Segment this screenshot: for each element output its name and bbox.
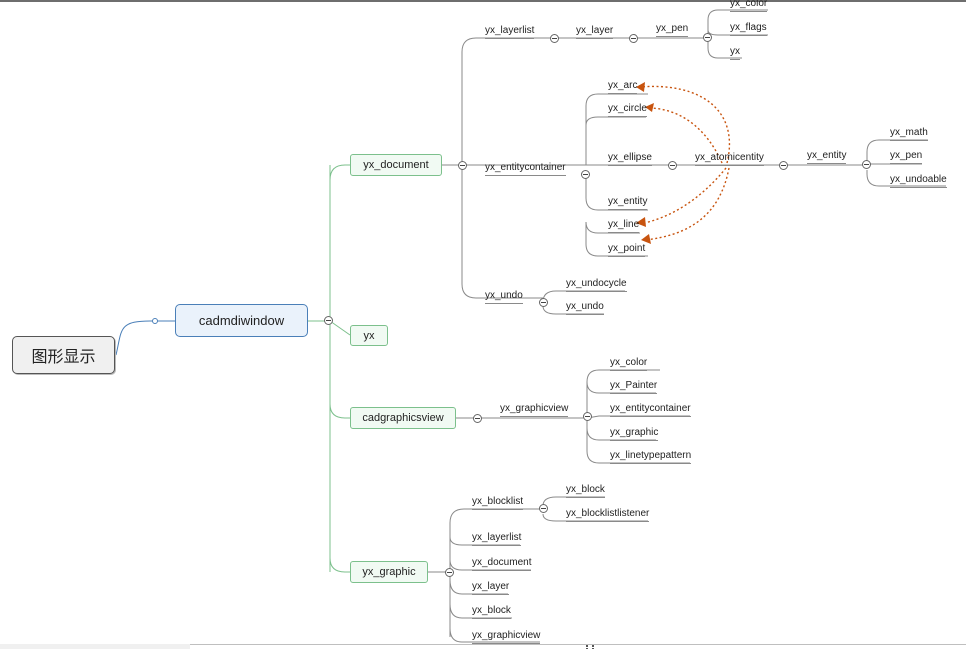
node-undo-child-1[interactable]: yx_undo — [566, 301, 604, 315]
node-yx_atomicentity[interactable]: yx_atomicentity — [695, 152, 764, 166]
branch-yx-connector — [329, 320, 351, 336]
arrowhead-arc — [636, 82, 645, 92]
node-cadgraphicsview-label: cadgraphicsview — [362, 412, 444, 424]
relation-arrow-to-point — [644, 167, 730, 241]
arrowhead-point — [641, 234, 651, 244]
node-pen-child-2[interactable]: yx — [730, 46, 740, 60]
node-blocklist-child-1[interactable]: yx_blocklistlistener — [566, 508, 650, 522]
collapse-toggle-yx_pen[interactable] — [703, 33, 712, 42]
collapse-toggle-cadgraphicsview[interactable] — [473, 414, 482, 423]
node-gv-child-2[interactable]: yx_entitycontainer — [610, 403, 691, 417]
node-pen-child-1[interactable]: yx_flags — [730, 22, 767, 36]
doc-trunk-connector — [442, 37, 586, 299]
collapse-toggle-yx_entity[interactable] — [862, 160, 871, 169]
collapse-toggle-yx_atomicentity[interactable] — [779, 161, 788, 170]
arrowhead-circle — [645, 103, 654, 112]
collapse-toggle-yx_layerlist[interactable] — [550, 34, 559, 43]
scrollbar-grip-icon[interactable] — [586, 645, 594, 648]
collapse-toggle-yx_blocklist[interactable] — [539, 504, 548, 513]
node-yx_pen[interactable]: yx_pen — [656, 23, 689, 37]
root-connector-dot — [152, 318, 158, 324]
node-entity-child-2[interactable]: yx_undoable — [890, 174, 947, 188]
branch-cadgraphicsview-connector — [329, 403, 350, 419]
node-gv-child-0[interactable]: yx_color — [610, 357, 648, 371]
node-undo-child-0[interactable]: yx_undocycle — [566, 278, 627, 292]
collapse-toggle-yx_graphic[interactable] — [445, 568, 454, 577]
node-yx_blocklist[interactable]: yx_blocklist — [472, 496, 524, 510]
window-top-border — [0, 0, 966, 2]
node-yx_graphic-label: yx_graphic — [362, 566, 416, 578]
branch-yx_document-connector — [329, 164, 350, 181]
root-node-label: 图形显示 — [31, 349, 96, 366]
node-yx_graphic[interactable]: yx_graphic — [350, 561, 428, 583]
collapse-toggle-yx_ellipse[interactable] — [668, 161, 677, 170]
node-yx_undo[interactable]: yx_undo — [485, 290, 523, 304]
main-trunk-connector — [308, 165, 331, 572]
collapse-toggle-yx_entitycontainer[interactable] — [581, 170, 590, 179]
node-ec-child-ellipse[interactable]: yx_ellipse — [608, 152, 652, 166]
node-ec-child-line[interactable]: yx_line — [608, 219, 640, 233]
node-ec-child-point[interactable]: yx_point — [608, 243, 646, 257]
collapse-toggle-yx_graphicview[interactable] — [583, 412, 592, 421]
node-graphic-child-2[interactable]: yx_layer — [472, 581, 510, 595]
node-yx_document-label: yx_document — [363, 159, 429, 171]
node-ec-child-arc[interactable]: yx_arc — [608, 80, 638, 94]
node-yx[interactable]: yx — [350, 325, 388, 346]
node-pen-child-0[interactable]: yx_color — [730, 0, 768, 12]
collapse-toggle-main[interactable] — [324, 316, 333, 325]
node-ec-child-circle[interactable]: yx_circle — [608, 103, 647, 117]
collapse-toggle-yx_undo[interactable] — [539, 298, 548, 307]
main-node-label: cadmdiwindow — [198, 313, 285, 328]
node-graphic-child-1[interactable]: yx_document — [472, 557, 532, 571]
node-gv-child-1[interactable]: yx_Painter — [610, 380, 658, 394]
node-yx_graphicview[interactable]: yx_graphicview — [500, 403, 569, 417]
node-yx_layer[interactable]: yx_layer — [576, 25, 614, 39]
relation-arrow-to-circle — [650, 107, 723, 164]
horizontal-scrollbar[interactable] — [190, 644, 966, 649]
node-blocklist-child-0[interactable]: yx_block — [566, 484, 605, 498]
node-graphic-child-0[interactable]: yx_layerlist — [472, 532, 522, 546]
graphicview-children-connector — [586, 369, 690, 464]
node-yx_entitycontainer[interactable]: yx_entitycontainer — [485, 162, 566, 176]
node-ec-child-entity[interactable]: yx_entity — [608, 196, 648, 210]
node-entity-child-1[interactable]: yx_pen — [890, 150, 923, 164]
root-to-main-connector — [115, 320, 176, 356]
node-cadgraphicsview[interactable]: cadgraphicsview — [350, 407, 456, 429]
yx_graphic-children-connector — [428, 508, 543, 643]
relation-arrow-to-line — [639, 167, 727, 225]
node-yx_entity-deep[interactable]: yx_entity — [807, 150, 847, 164]
node-graphic-child-3[interactable]: yx_block — [472, 605, 511, 619]
root-node[interactable]: 图形显示 — [12, 336, 115, 374]
collapse-toggle-yx_layer[interactable] — [629, 34, 638, 43]
node-graphic-child-4[interactable]: yx_graphicview — [472, 630, 541, 644]
entity-children-connector — [866, 139, 946, 187]
node-yx-label: yx — [363, 329, 375, 342]
branch-yx_graphic-connector — [329, 557, 350, 573]
arrowhead-line — [636, 217, 646, 227]
node-gv-child-4[interactable]: yx_linetypepattern — [610, 450, 692, 464]
main-node[interactable]: cadmdiwindow — [175, 304, 308, 337]
node-yx_document[interactable]: yx_document — [350, 154, 442, 176]
node-yx_layerlist[interactable]: yx_layerlist — [485, 25, 535, 39]
node-gv-child-3[interactable]: yx_graphic — [610, 427, 659, 441]
node-entity-child-0[interactable]: yx_math — [890, 127, 928, 141]
collapse-toggle-yx_document[interactable] — [458, 161, 467, 170]
